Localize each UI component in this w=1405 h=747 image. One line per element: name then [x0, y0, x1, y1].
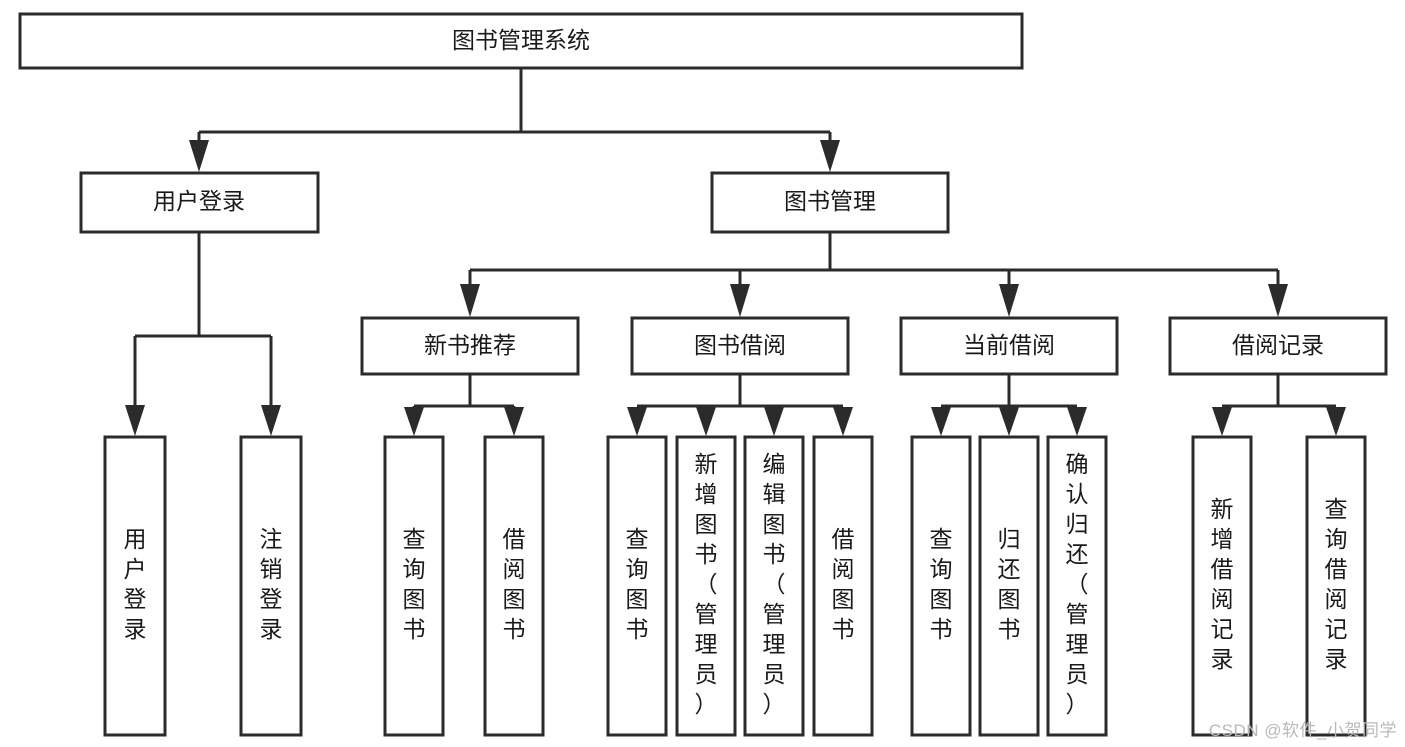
node-borrowing-record[interactable]: 借阅记录 [1168, 316, 1388, 376]
node-current-borrowing-rect [899, 316, 1119, 376]
arrow-head-leaf-query-book-b [627, 407, 647, 436]
leaf-edit-book-admin-rect [743, 435, 805, 737]
node-new-book-recommendation-label: 新书推荐 [424, 332, 516, 358]
leaf-query-book-borrowing-rect [606, 435, 668, 737]
arrow-head-borrow-record [1268, 284, 1288, 317]
connector-layer [125, 68, 1346, 436]
arrow-head-leaf-borrow-book-b [833, 407, 853, 436]
arrow-head-book-borrow [730, 284, 750, 317]
leaf-return-book-label: 归还图书 [998, 526, 1021, 642]
leaf-borrow-book-newbook-label: 借阅图书 [503, 526, 526, 642]
node-book-management-label: 图书管理 [784, 188, 876, 214]
node-root-system[interactable]: 图书管理系统 [18, 12, 1024, 70]
node-book-borrowing-rect [630, 316, 850, 376]
arrow-head-book-mgmt [820, 140, 840, 172]
leaf-query-borrow-record-rect [1305, 435, 1367, 737]
node-user-login-rect [79, 171, 320, 234]
leaf-query-book-newbook-label: 查询图书 [403, 526, 426, 642]
arrow-head-leaf-return-book [999, 407, 1019, 436]
arrow-head-leaf-confirm-return [1067, 407, 1087, 436]
leaf-query-book-borrowing-label: 查询图书 [626, 526, 649, 642]
node-new-book-recommendation-rect [360, 316, 580, 376]
arrow-head-leaf-add-record [1212, 407, 1232, 436]
csdn-watermark: CSDN @软件_小贺同学 [1208, 721, 1397, 740]
arrow-head-leaf-edit-book [764, 407, 784, 436]
leaf-user-login[interactable]: 用户登录 [103, 435, 167, 737]
arrow-head-new-book-rec [460, 284, 480, 317]
leaf-user-login-rect [103, 435, 167, 737]
arrow-head-leaf-query-record [1326, 407, 1346, 436]
leaf-query-book-newbook[interactable]: 查询图书 [383, 435, 445, 737]
node-user-login-label: 用户登录 [153, 188, 245, 214]
arrow-head-current-borrow [999, 284, 1019, 317]
leaf-query-book-current-rect [910, 435, 972, 737]
node-root-system-label: 图书管理系统 [452, 27, 590, 53]
leaf-query-borrow-record-label: 查询借阅记录 [1325, 496, 1348, 672]
leaf-borrow-book-borrowing[interactable]: 借阅图书 [812, 435, 874, 737]
arrow-head-leaf-user-login [125, 405, 145, 436]
leaf-logout-rect [239, 435, 303, 737]
node-new-book-recommendation[interactable]: 新书推荐 [360, 316, 580, 376]
node-book-borrowing-label: 图书借阅 [694, 332, 786, 358]
node-user-login[interactable]: 用户登录 [79, 171, 320, 234]
leaf-add-book-admin-label: 新增图书（管理员） [695, 451, 718, 717]
node-borrowing-record-label: 借阅记录 [1232, 332, 1324, 358]
node-current-borrowing[interactable]: 当前借阅 [899, 316, 1119, 376]
leaf-add-book-admin-rect [675, 435, 737, 737]
leaf-borrow-book-newbook[interactable]: 借阅图书 [483, 435, 545, 737]
leaf-query-book-borrowing[interactable]: 查询图书 [606, 435, 668, 737]
leaf-query-borrow-record[interactable]: 查询借阅记录 [1305, 435, 1367, 737]
leaf-user-login-label: 用户登录 [124, 526, 147, 642]
node-current-borrowing-label: 当前借阅 [963, 332, 1055, 358]
node-book-management[interactable]: 图书管理 [710, 171, 950, 234]
leaf-logout[interactable]: 注销登录 [239, 435, 303, 737]
leaf-add-borrow-record-label: 新增借阅记录 [1211, 496, 1234, 672]
arrow-head-leaf-query-book-c [931, 407, 951, 436]
node-book-management-rect [710, 171, 950, 234]
leaf-confirm-return-admin-label: 确认归还（管理员） [1066, 451, 1089, 717]
leaf-edit-book-admin-label: 编辑图书（管理员） [763, 451, 786, 717]
arrow-head-leaf-borrow-book-a [504, 407, 524, 436]
leaf-add-borrow-record-rect [1191, 435, 1253, 737]
leaf-borrow-book-borrowing-label: 借阅图书 [832, 526, 855, 642]
leaf-logout-label: 注销登录 [260, 526, 283, 642]
leaf-borrow-book-newbook-rect [483, 435, 545, 737]
leaf-add-borrow-record[interactable]: 新增借阅记录 [1191, 435, 1253, 737]
leaf-edit-book-admin[interactable]: 编辑图书（管理员） [743, 435, 805, 737]
node-root-system-rect [18, 12, 1024, 70]
leaf-query-book-newbook-rect [383, 435, 445, 737]
leaf-confirm-return-admin[interactable]: 确认归还（管理员） [1046, 435, 1108, 737]
arrow-head-leaf-add-book [696, 407, 716, 436]
leaf-confirm-return-admin-rect [1046, 435, 1108, 737]
leaf-return-book[interactable]: 归还图书 [978, 435, 1040, 737]
leaf-borrow-book-borrowing-rect [812, 435, 874, 737]
arrow-head-leaf-query-book-a [404, 407, 424, 436]
arrow-head-leaf-logout [261, 405, 281, 436]
arrow-head-user-login [189, 140, 209, 172]
leaf-query-book-current[interactable]: 查询图书 [910, 435, 972, 737]
leaf-query-book-current-label: 查询图书 [930, 526, 953, 642]
leaf-return-book-rect [978, 435, 1040, 737]
node-borrowing-record-rect [1168, 316, 1388, 376]
node-book-borrowing[interactable]: 图书借阅 [630, 316, 850, 376]
leaf-add-book-admin[interactable]: 新增图书（管理员） [675, 435, 737, 737]
